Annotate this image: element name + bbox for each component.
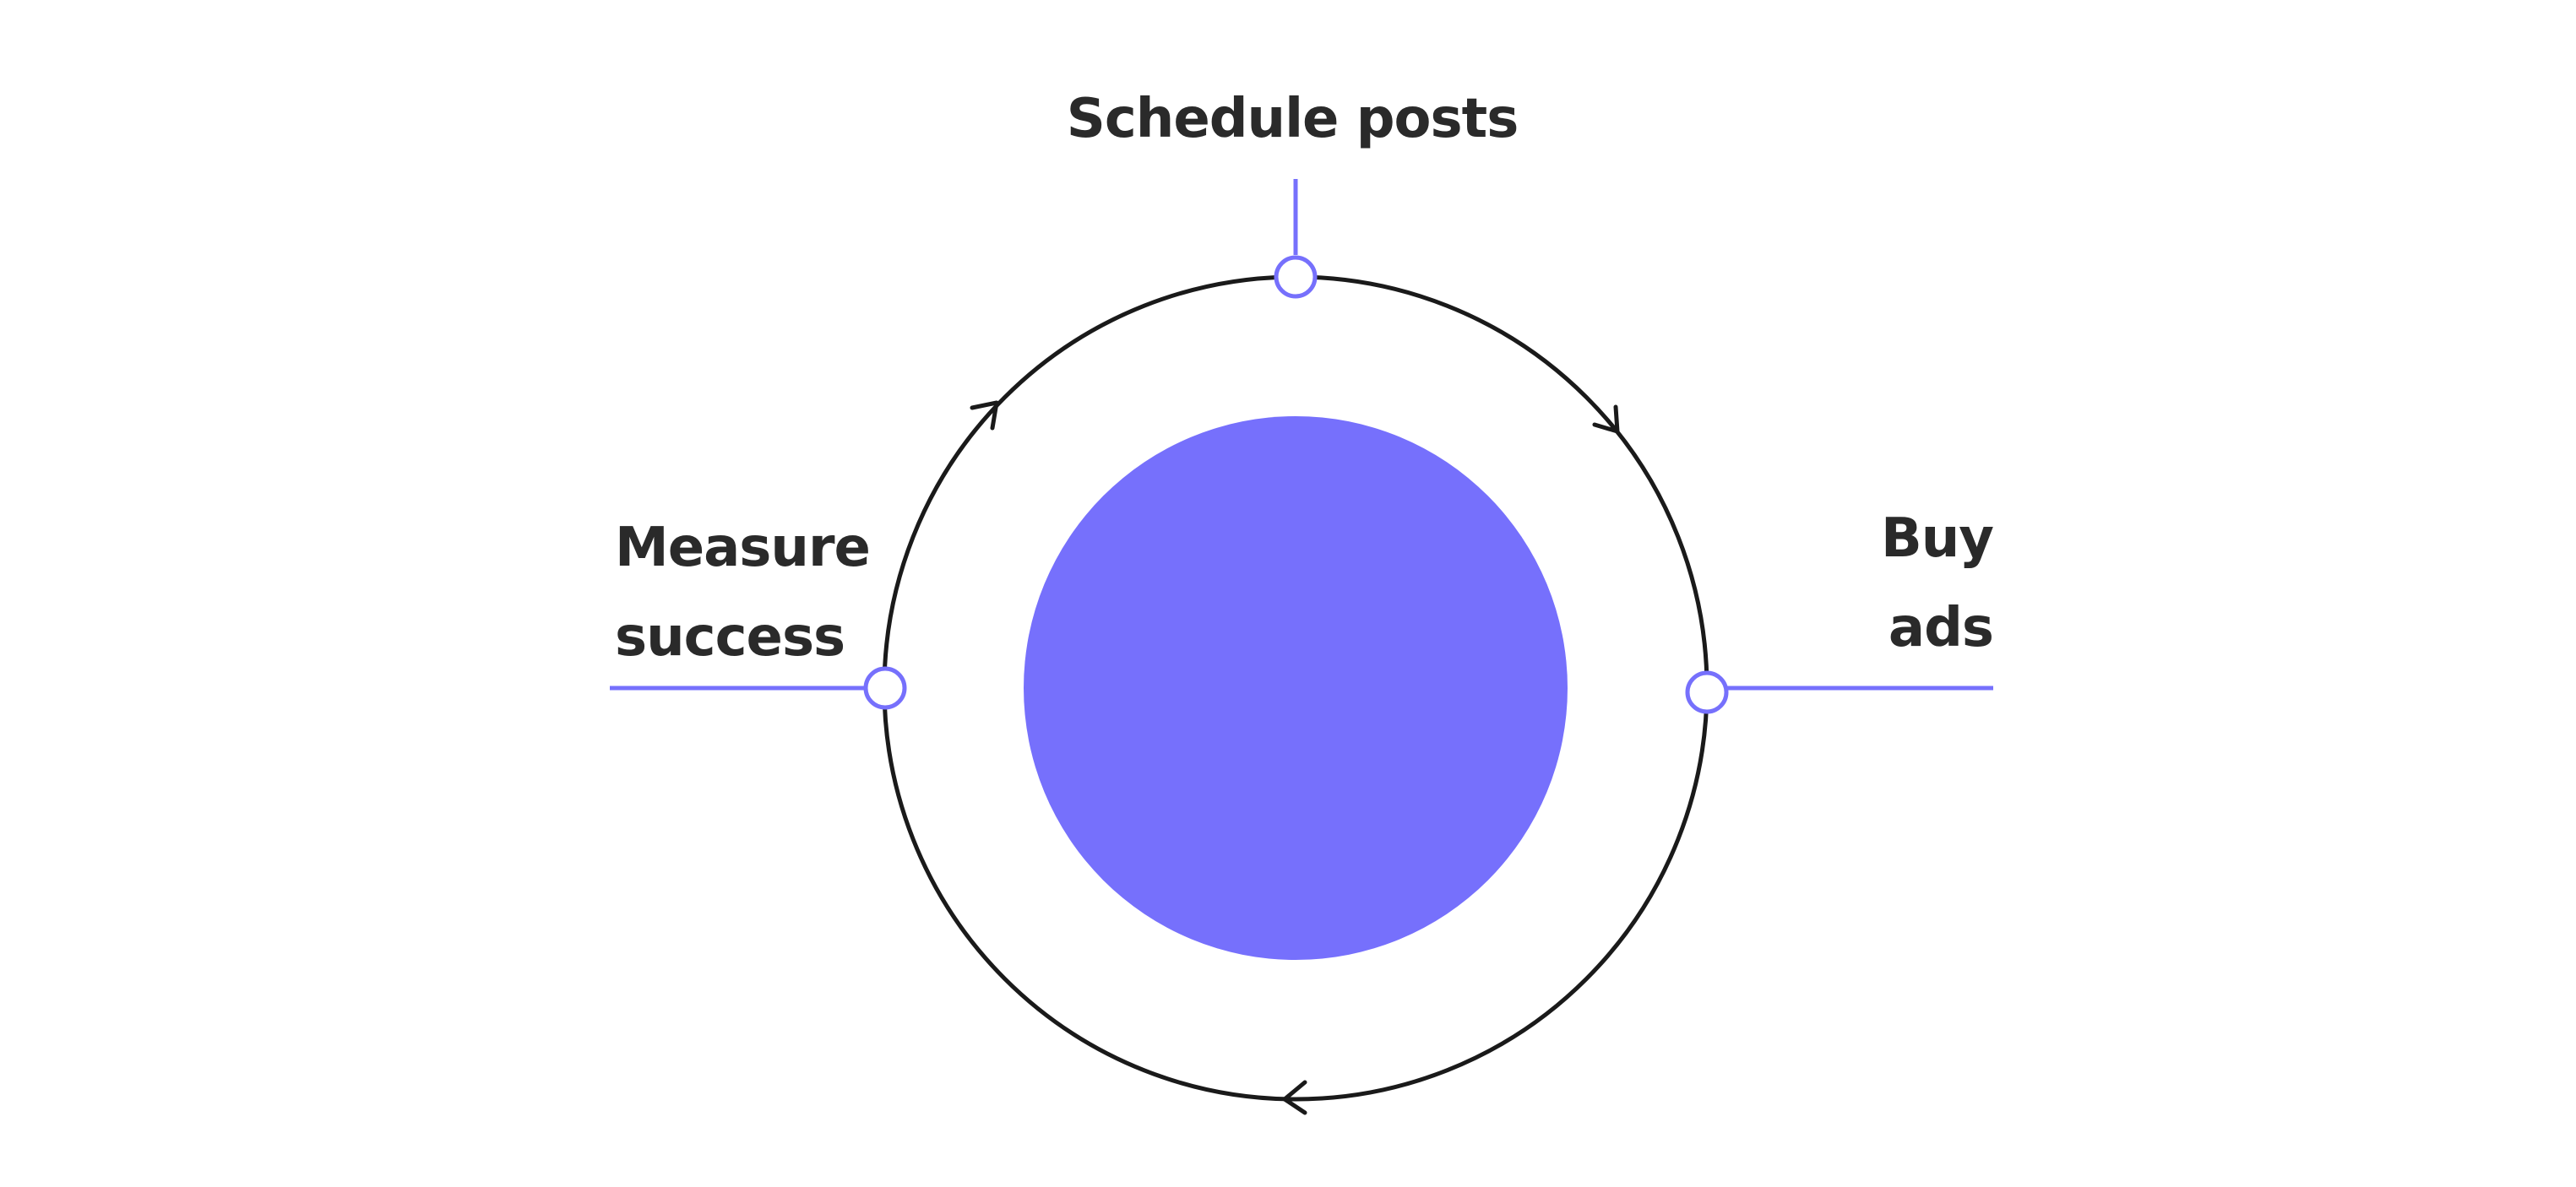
node-label-top: Schedule posts (997, 74, 1588, 164)
node-label-left-line2: success (615, 606, 845, 669)
node-marker-left (863, 666, 907, 710)
node-label-left: Measure success (615, 503, 871, 682)
node-label-right-line2: ads (1888, 597, 1994, 659)
node-marker-top (1274, 255, 1318, 299)
node-label-top-line1: Schedule posts (1066, 88, 1519, 150)
center-disc (1024, 416, 1568, 960)
node-label-right-line1: Buy (1880, 507, 1994, 570)
arrow-top-left (970, 400, 999, 431)
arrow-top-right (1592, 404, 1620, 434)
arrow-bottom (1282, 1080, 1307, 1115)
node-marker-right (1685, 670, 1729, 714)
node-label-right: Buy ads (1774, 494, 1994, 673)
node-label-left-line1: Measure (615, 517, 871, 579)
